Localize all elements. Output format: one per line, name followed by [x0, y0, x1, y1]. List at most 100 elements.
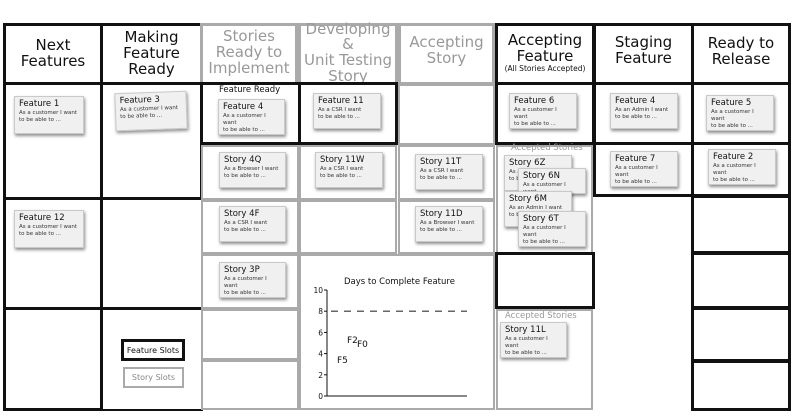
header-next-features-title-wrap: Next Features: [3, 23, 103, 85]
card-title: Feature 5: [711, 98, 752, 108]
card-body: As a customer I want to be able to ...: [523, 225, 566, 245]
card-title: Story 11T: [420, 157, 462, 167]
slot-developing-1: [299, 145, 397, 200]
slot-accepting-story-top: [398, 84, 495, 145]
slot-stories-2: [201, 200, 299, 254]
column-subtitle-accepting-feature: (All Stories Accepted): [504, 64, 586, 74]
card-story-6t[interactable]: Story 6T As a customer I want to be able…: [518, 211, 586, 247]
card-body: As a CSR I want to be able to ...: [318, 107, 362, 120]
data-point-f2: F2: [347, 336, 358, 346]
card-body: As a customer I want to be able to ...: [711, 109, 754, 129]
y-tick-label: 4: [318, 350, 323, 359]
y-tick-label: 6: [318, 328, 323, 337]
header-ready-to-release-title-wrap: Ready to Release: [691, 23, 791, 81]
card-title: Feature 7: [615, 154, 656, 164]
column-title-stories-ready: Stories Ready to Implement: [208, 27, 290, 77]
slot-release-3: [691, 195, 791, 254]
card-title: Story 3P: [224, 265, 260, 275]
card-body: As a customer I want to be able to ...: [224, 276, 267, 296]
column-title-making-feature-ready: Making Feature Ready: [123, 28, 180, 78]
slot-stories-1: [201, 145, 299, 200]
card-story-11d[interactable]: Story 11D As a Browser I want to be able…: [415, 206, 483, 242]
card-body: As a customer I want to be able to ...: [615, 165, 658, 185]
card-feature-4[interactable]: Feature 4 As a customer I want to be abl…: [218, 99, 285, 135]
y-tick-label: 2: [318, 371, 323, 380]
card-title: Story 6M: [509, 194, 547, 204]
slot-release-4: [691, 252, 791, 309]
slot-accepting-story-2: [398, 200, 495, 254]
card-story-11w[interactable]: Story 11W As a CSR I want to be able to …: [315, 152, 383, 188]
slot-release-6: [691, 360, 791, 411]
card-feature-3[interactable]: Feature 3 As a customer I want to be abl…: [114, 90, 188, 132]
column-title-accepting-feature: Accepting Feature: [507, 30, 583, 65]
slot-stories-4: [201, 309, 299, 360]
slot-making-2: [100, 197, 203, 310]
feature-ready-label: Feature Ready: [219, 85, 281, 95]
card-body: As a customer I want to be able to ...: [505, 336, 548, 356]
card-body: As a customer I want to be able to ...: [223, 113, 266, 133]
data-point-f5: F5: [337, 356, 348, 366]
slot-release-5: [691, 307, 791, 362]
slot-next-3: [3, 307, 103, 411]
card-title: Feature 12: [19, 213, 65, 223]
legend-feature-slots: Feature Slots: [121, 339, 185, 361]
card-feature-1[interactable]: Feature 1 As a customer I want to be abl…: [14, 96, 84, 134]
slot-accepting-story-1: [398, 145, 495, 200]
card-body: As a CSR I want to be able to ...: [420, 168, 464, 181]
chart-axes: [326, 290, 467, 397]
card-title: Story 11W: [320, 155, 365, 165]
card-feature-2[interactable]: Feature 2 As a customer I want to be abl…: [708, 149, 776, 185]
header-stories-ready-title-wrap: Stories Ready to Implement: [200, 23, 298, 83]
column-title-accepting-story: Accepting Story: [409, 33, 484, 67]
slot-developing-feature: [298, 82, 398, 145]
accepted-stories-label-1: Accepted Stories: [511, 143, 583, 153]
card-body: As a customer I want to be able to ...: [19, 110, 78, 123]
card-feature-11[interactable]: Feature 11 As a CSR I want to be able to…: [313, 93, 381, 129]
card-body: As a CSR I want to be able to ...: [224, 220, 268, 233]
chart-area: [299, 254, 495, 410]
card-title: Story 6T: [523, 214, 559, 224]
card-body: As an Admin I want to be able to ...: [615, 107, 669, 120]
card-feature-5[interactable]: Feature 5 As a customer I want to be abl…: [706, 95, 774, 131]
card-body: As a customer I want to be able to ...: [514, 107, 557, 127]
header-making-feature-ready-title-wrap: Making Feature Ready: [100, 23, 203, 85]
slot-developing-2: [299, 200, 397, 254]
accepted-stories-label-2: Accepted Stories: [505, 311, 577, 321]
card-body: As a customer I want to be able to ...: [713, 163, 756, 183]
header-staging-feature-title-wrap: Staging Feature: [593, 23, 694, 79]
data-point-f0: F0: [357, 340, 368, 350]
header-accepting-story-title-wrap: Accepting Story: [398, 23, 495, 79]
column-title-next-features: Next Features: [20, 36, 86, 70]
y-tick-label: 8: [318, 307, 323, 316]
card-body: As a Browser I want to be able to ...: [420, 220, 475, 233]
card-title: Story 6N: [523, 171, 560, 181]
card-feature-4-staging[interactable]: Feature 4 As an Admin I want to be able …: [610, 93, 678, 129]
card-story-4f[interactable]: Story 4F As a CSR I want to be able to .…: [219, 206, 286, 242]
card-feature-7[interactable]: Feature 7 As a customer I want to be abl…: [610, 151, 678, 187]
card-story-11l[interactable]: Story 11L As a customer I want to be abl…: [500, 322, 567, 358]
card-title: Story 6Z: [509, 158, 546, 168]
chart-title: Days to Complete Feature: [344, 277, 455, 287]
column-title-ready-to-release: Ready to Release: [707, 34, 775, 68]
card-story-11t[interactable]: Story 11T As a CSR I want to be able to …: [415, 154, 483, 190]
card-feature-12[interactable]: Feature 12 As a customer I want to be ab…: [14, 210, 84, 248]
card-title: Story 4Q: [224, 155, 262, 165]
card-title: Feature 2: [713, 152, 754, 162]
card-story-3p[interactable]: Story 3P As a customer I want to be able…: [219, 262, 286, 298]
header-developing-title-wrap: Developing & Unit Testing Story: [298, 19, 398, 85]
card-body: As a customer I want to be able to ...: [119, 105, 179, 121]
card-title: Feature 11: [318, 96, 364, 106]
column-title-staging-feature: Staging Feature: [614, 33, 673, 67]
card-story-4q[interactable]: Story 4Q As a Browser I want to be able …: [219, 152, 286, 188]
slot-stories-5: [201, 360, 299, 410]
column-title-developing: Developing & Unit Testing Story: [303, 19, 393, 85]
card-feature-6[interactable]: Feature 6 As a customer I want to be abl…: [509, 93, 577, 129]
slot-stories-3: [201, 254, 299, 309]
card-body: As a CSR I want to be able to ...: [320, 166, 364, 179]
slot-accepting-feature-stories-2: [496, 309, 593, 410]
card-title: Story 11D: [420, 209, 463, 219]
card-body: As a Browser I want to be able to ...: [224, 166, 279, 179]
